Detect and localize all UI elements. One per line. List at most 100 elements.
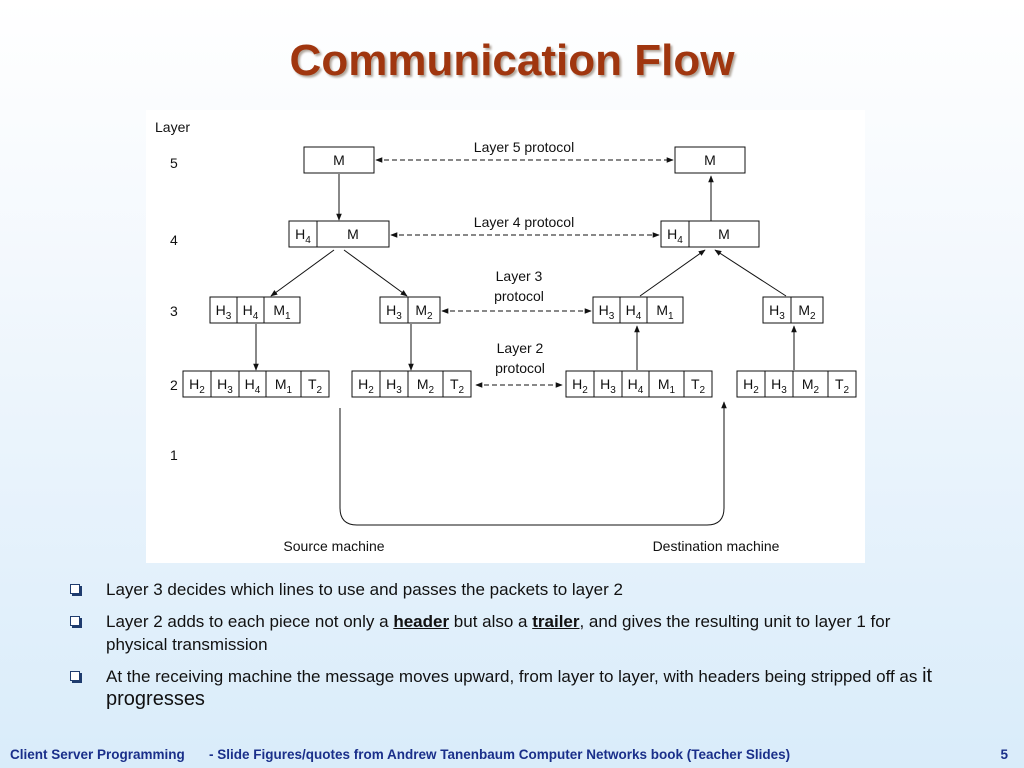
bullet-text: At the receiving machine the message mov… xyxy=(106,667,923,686)
packet-cell-label: M2 xyxy=(417,376,435,396)
packet-cell-label: T2 xyxy=(835,376,850,396)
packet-cell-label: M xyxy=(718,226,730,242)
source-arrow-4-to-3b xyxy=(343,249,408,297)
packet-cell xyxy=(792,370,829,398)
bullet-list: Layer 3 decides which lines to use and p… xyxy=(70,578,950,720)
layer-number-5: 5 xyxy=(170,155,178,171)
destination-arrow-3b-to-4 xyxy=(714,249,787,297)
footer-credits: - Slide Figures/quotes from Andrew Tanen… xyxy=(209,747,791,762)
communication-flow-diagram: Layer 5 4 3 2 1 Layer 5 protocol Layer 4… xyxy=(146,110,865,563)
packet-cell xyxy=(736,370,766,398)
trailer-term: trailer xyxy=(532,612,580,631)
layer5-protocol-label: Layer 5 protocol xyxy=(474,139,574,155)
packet-cell xyxy=(565,370,595,398)
bullet-square-icon xyxy=(70,584,80,594)
layer3-protocol-label-line1: Layer 3 xyxy=(496,268,543,284)
packet-cell xyxy=(303,146,375,174)
diagram-canvas: Layer 5 4 3 2 1 Layer 5 protocol Layer 4… xyxy=(155,119,857,554)
page-number: 5 xyxy=(1000,747,1008,762)
packet-cell-label: H2 xyxy=(743,376,759,396)
header-term: header xyxy=(393,612,450,631)
packet-cell xyxy=(683,370,713,398)
packet-cell-label: H4 xyxy=(245,376,261,396)
bullet-text: but also a xyxy=(449,612,533,631)
packet-cell-label: M xyxy=(333,152,345,168)
packet-cell xyxy=(674,146,746,174)
packet-cell-label: M2 xyxy=(798,302,816,322)
packet-cell-label: T2 xyxy=(308,376,323,396)
footer-course-title: Client Server Programming xyxy=(10,747,185,762)
packet-cell-label: H3 xyxy=(600,376,616,396)
packet-cell-label: H4 xyxy=(667,226,683,246)
packet-cell xyxy=(316,220,390,248)
layer-number-4: 4 xyxy=(170,232,178,248)
packet-cell-label: M1 xyxy=(658,376,676,396)
packet-cell xyxy=(351,370,381,398)
packet-cell-label: H2 xyxy=(572,376,588,396)
destination-arrow-3a-to-4 xyxy=(639,249,706,297)
bullet-text-large: it progresses xyxy=(106,665,933,710)
bullet-item: At the receiving machine the message mov… xyxy=(70,665,950,711)
packet-cell xyxy=(407,370,444,398)
packet-cell-label: H4 xyxy=(626,302,642,322)
packet-cell xyxy=(265,370,302,398)
bullet-text: , and gives the resulting unit to layer … xyxy=(106,612,891,654)
bullet-item: Layer 3 decides which lines to use and p… xyxy=(70,578,950,601)
packet-cell-label: M1 xyxy=(656,302,674,322)
packet-cell xyxy=(646,296,684,324)
packet-cell-label: H2 xyxy=(358,376,374,396)
layer3-protocol-label-line2: protocol xyxy=(494,288,544,304)
packet-cell-label: M2 xyxy=(802,376,820,396)
packet-cell-label: H3 xyxy=(599,302,615,322)
packet-cell xyxy=(379,296,409,324)
packet-cell-label: H4 xyxy=(243,302,259,322)
packet-cell-label: T2 xyxy=(691,376,706,396)
packet-cell-label: T2 xyxy=(450,376,465,396)
packet-cell-label: H3 xyxy=(769,302,785,322)
packet-cell-label: M xyxy=(347,226,359,242)
packet-cell-label: H3 xyxy=(217,376,233,396)
packet-cell-label: H3 xyxy=(386,302,402,322)
packet-cell-label: H3 xyxy=(386,376,402,396)
source-machine-label: Source machine xyxy=(283,538,384,554)
packet-cell xyxy=(288,220,318,248)
layer-heading: Layer xyxy=(155,119,190,135)
packet-cell xyxy=(442,370,472,398)
packet-cell-label: H4 xyxy=(295,226,311,246)
packet-cell xyxy=(407,296,441,324)
source-arrow-4-to-3a xyxy=(270,249,335,297)
layer-number-2: 2 xyxy=(170,377,178,393)
bullet-text: Layer 3 decides which lines to use and p… xyxy=(106,580,623,599)
packet-cell xyxy=(790,296,824,324)
slide-title: Communication Flow xyxy=(289,36,735,85)
slide-footer: Client Server Programming - Slide Figure… xyxy=(0,740,1024,768)
packet-cell-label: H3 xyxy=(216,302,232,322)
bullet-square-icon xyxy=(70,616,80,626)
packet-cell xyxy=(762,296,792,324)
packet-cell-label: M2 xyxy=(415,302,433,322)
packet-cell xyxy=(379,370,409,398)
layer2-protocol-label-line1: Layer 2 xyxy=(497,340,544,356)
packet-cell-label: M1 xyxy=(275,376,293,396)
bullet-text: Layer 2 adds to each piece not only a xyxy=(106,612,394,631)
physical-transmission-path xyxy=(339,401,727,526)
bullet-item: Layer 2 adds to each piece not only a he… xyxy=(70,610,950,656)
packet-cell xyxy=(236,296,265,324)
destination-machine-label: Destination machine xyxy=(653,538,780,554)
packet-cell xyxy=(660,220,690,248)
packet-cell xyxy=(300,370,330,398)
packet-cell xyxy=(827,370,857,398)
bullet-square-icon xyxy=(70,671,80,681)
packet-cell xyxy=(619,296,648,324)
packet-cell xyxy=(263,296,301,324)
packet-cell xyxy=(621,370,650,398)
packet-cell-label: H2 xyxy=(189,376,205,396)
packet-cell-label: H4 xyxy=(628,376,644,396)
layer-number-3: 3 xyxy=(170,303,178,319)
packet-cell xyxy=(688,220,760,248)
packet-cell-label: H3 xyxy=(771,376,787,396)
layer4-protocol-label: Layer 4 protocol xyxy=(474,214,574,230)
layer2-protocol-label-line2: protocol xyxy=(495,360,545,376)
packet-cell xyxy=(209,296,238,324)
